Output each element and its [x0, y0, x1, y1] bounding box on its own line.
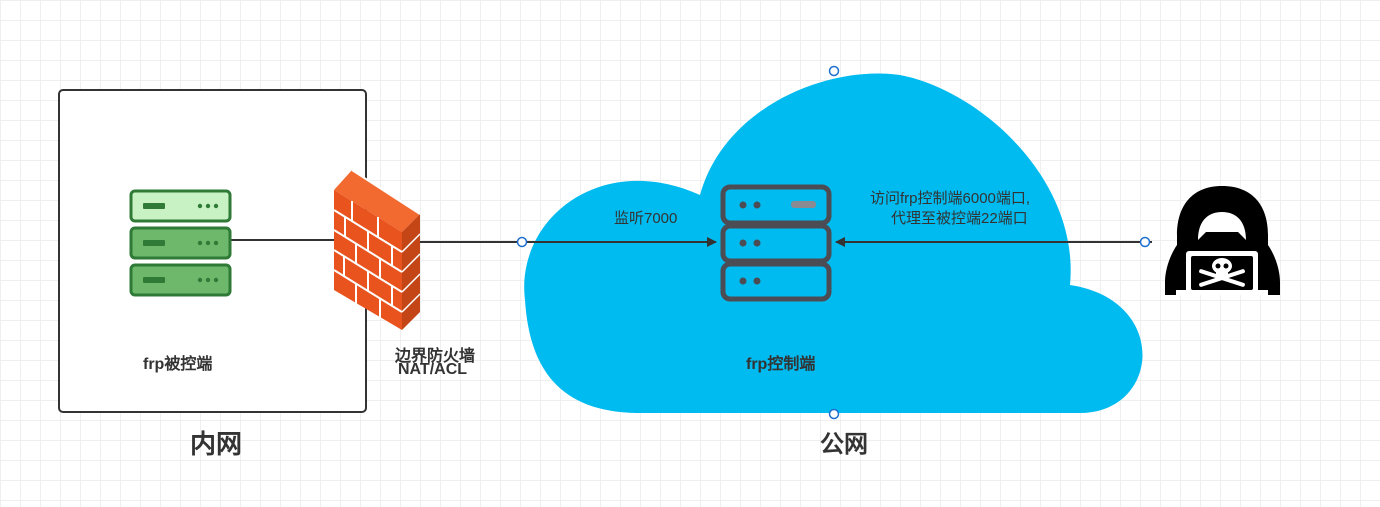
- frp-server-label: frp控制端: [746, 356, 816, 373]
- connector-handle[interactable]: [516, 236, 528, 248]
- internet-cloud: [524, 73, 1143, 413]
- attacker-hacker-skull-icon[interactable]: [1165, 186, 1280, 295]
- access-label-line1: 访问frp控制端6000端口,: [870, 190, 1031, 207]
- frp-client-label: frp被控端: [143, 356, 213, 373]
- firewall-brick-wall-icon[interactable]: [333, 169, 421, 330]
- cloud-resize-handle[interactable]: [828, 408, 840, 420]
- connector-handle[interactable]: [1139, 236, 1151, 248]
- intranet-zone-label: 内网: [190, 429, 243, 459]
- firewall-label-line2: NAT/ACL: [398, 361, 468, 378]
- frp-client-server-icon[interactable]: [129, 189, 232, 297]
- internet-zone-label: 公网: [820, 431, 868, 458]
- cloud-resize-handle[interactable]: [828, 65, 840, 77]
- firewall-label-line1: 边界防火墙: [395, 348, 476, 365]
- access-label-line2: 代理至被控端22端口: [891, 210, 1028, 227]
- listen-port-label: 监听7000: [614, 210, 678, 227]
- frp-server-server-icon[interactable]: [720, 184, 832, 302]
